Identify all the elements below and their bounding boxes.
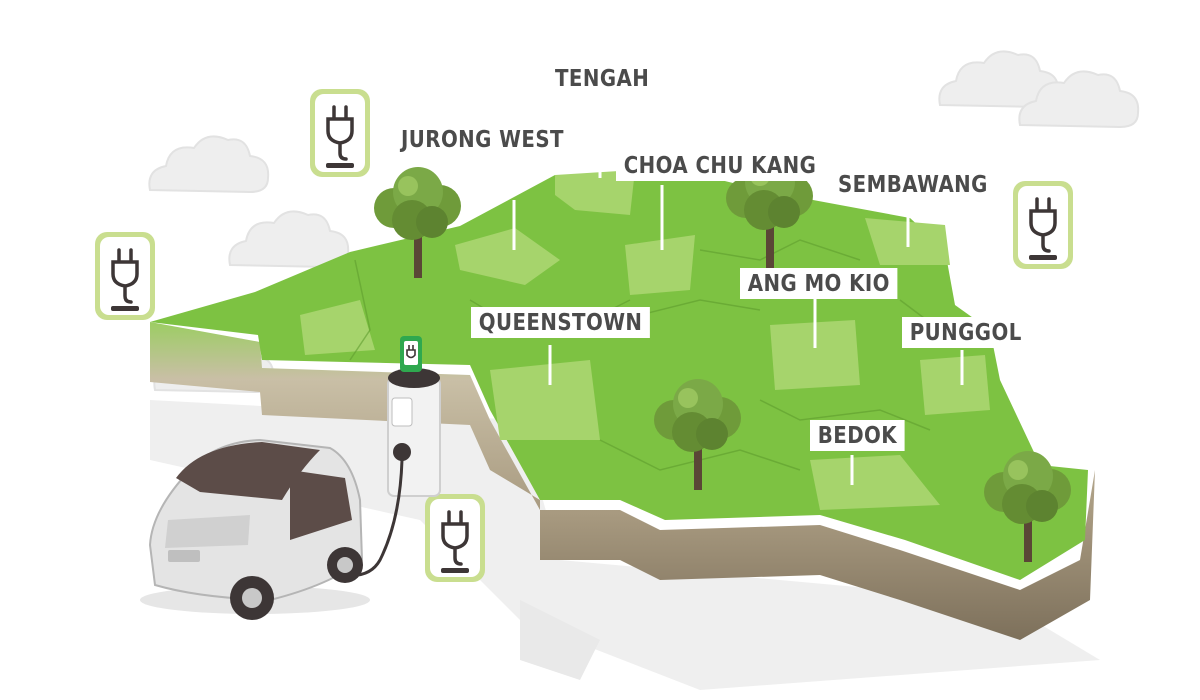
plug-icon xyxy=(93,230,157,322)
electric-car-icon xyxy=(140,438,370,620)
plug-icon xyxy=(1011,179,1075,271)
label-tengah: TENGAH xyxy=(555,66,650,92)
plug-icon xyxy=(423,492,487,584)
label-ang-mo-kio: ANG MO KIO xyxy=(740,268,898,299)
label-punggol: PUNGGOL xyxy=(902,317,1030,348)
label-queenstown: QUEENSTOWN xyxy=(471,307,651,338)
label-sembawang: SEMBAWANG xyxy=(838,172,988,198)
island-soil-sides xyxy=(150,322,1095,640)
cloud-icon xyxy=(148,135,270,193)
label-bedok: BEDOK xyxy=(810,420,905,451)
plug-icon xyxy=(308,87,372,179)
charging-station-icon xyxy=(344,336,441,577)
label-jurong-west: JURONG WEST xyxy=(401,127,564,153)
label-leaders xyxy=(512,160,964,485)
cloud-icon xyxy=(228,210,350,268)
label-choa-chu-kang: CHOA CHU KANG xyxy=(616,150,825,181)
